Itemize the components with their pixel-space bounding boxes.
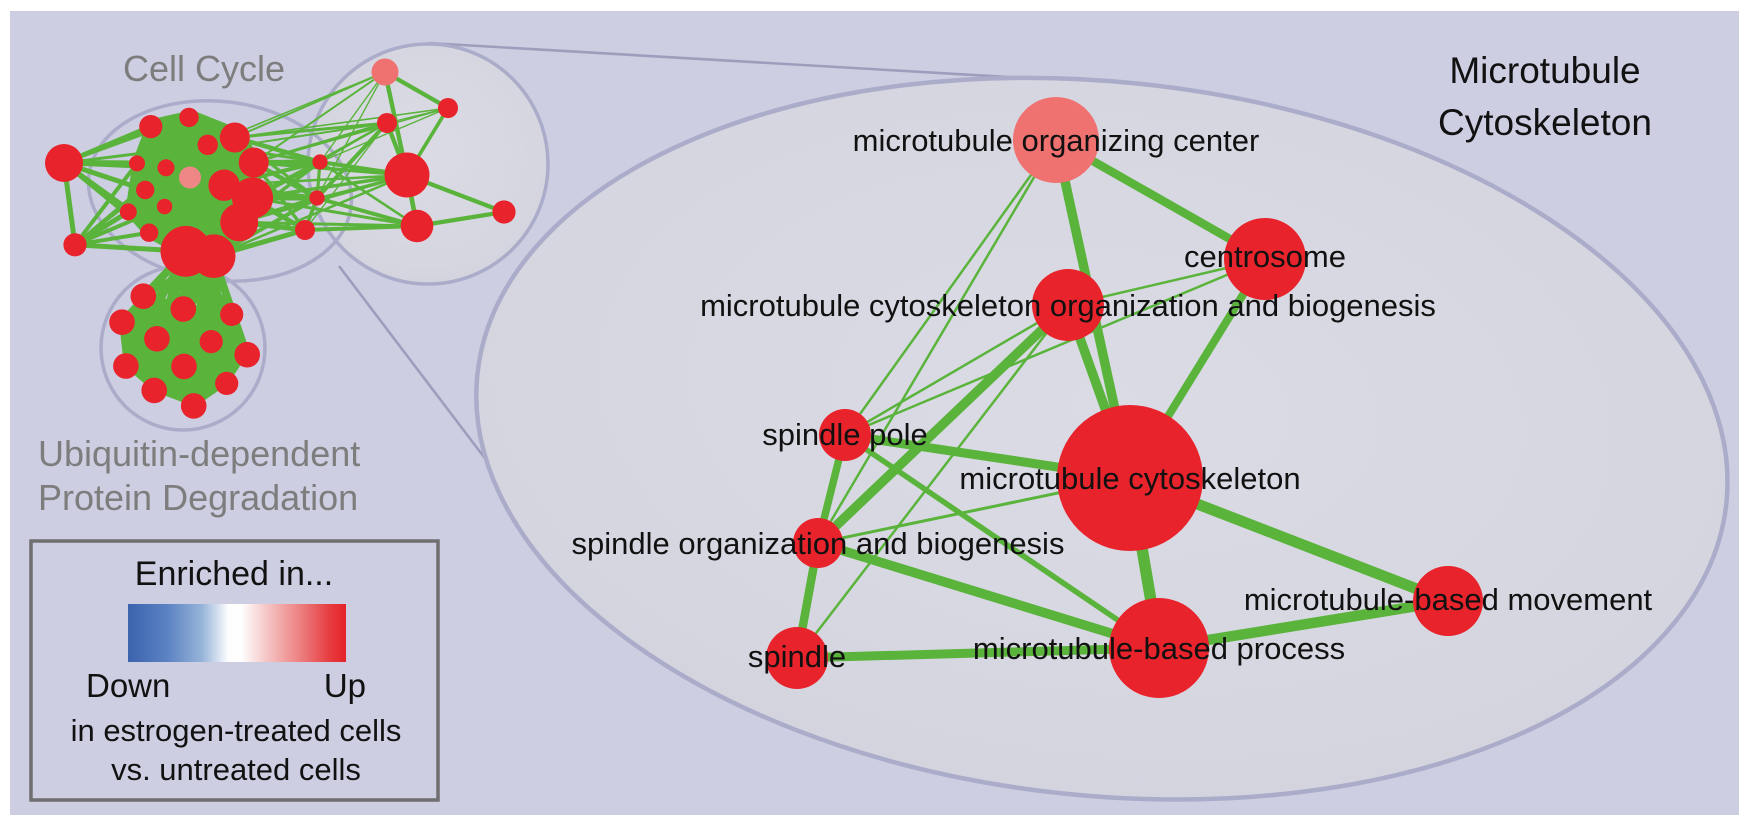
svg-text:vs. untreated cells: vs. untreated cells bbox=[111, 752, 361, 787]
svg-text:Enriched in...: Enriched in... bbox=[135, 555, 333, 593]
svg-text:Cell Cycle: Cell Cycle bbox=[123, 48, 285, 89]
svg-text:microtubule-based movement: microtubule-based movement bbox=[1244, 582, 1653, 617]
svg-text:Microtubule: Microtubule bbox=[1449, 50, 1640, 91]
svg-text:microtubule organizing center: microtubule organizing center bbox=[853, 123, 1260, 158]
svg-text:spindle: spindle bbox=[748, 639, 846, 674]
svg-text:Down: Down bbox=[86, 667, 170, 704]
svg-text:microtubule-based process: microtubule-based process bbox=[973, 631, 1345, 666]
svg-text:centrosome: centrosome bbox=[1184, 239, 1346, 274]
svg-text:microtubule cytoskeleton: microtubule cytoskeleton bbox=[959, 461, 1300, 496]
svg-text:spindle organization and bioge: spindle organization and biogenesis bbox=[572, 526, 1065, 561]
svg-text:Protein Degradation: Protein Degradation bbox=[38, 477, 358, 518]
svg-text:spindle pole: spindle pole bbox=[762, 417, 927, 452]
svg-text:Cytoskeleton: Cytoskeleton bbox=[1438, 102, 1652, 143]
svg-text:microtubule cytoskeleton organ: microtubule cytoskeleton organization an… bbox=[700, 288, 1436, 323]
svg-text:in estrogen-treated cells: in estrogen-treated cells bbox=[71, 713, 402, 748]
svg-text:Ubiquitin-dependent: Ubiquitin-dependent bbox=[38, 433, 360, 474]
svg-text:Up: Up bbox=[324, 667, 366, 704]
